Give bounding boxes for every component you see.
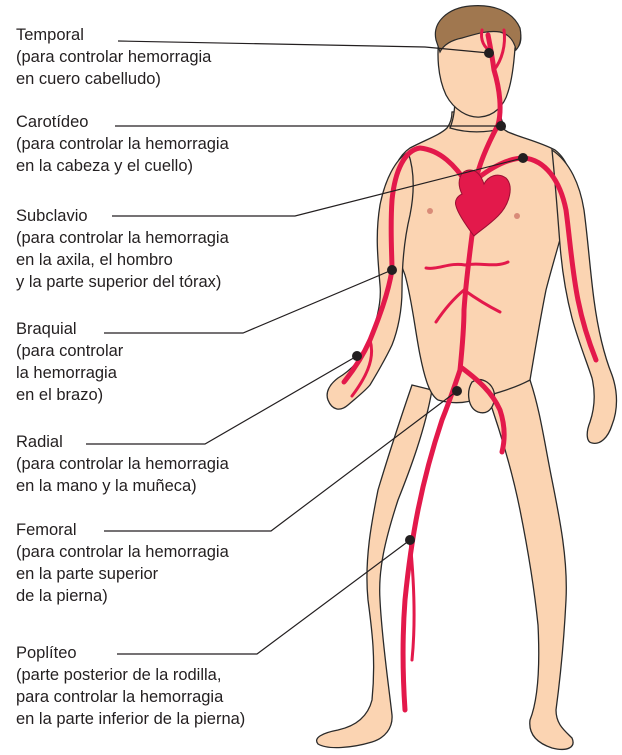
leader-temporal: [117, 40, 490, 54]
label-popliteo: Poplíteo (parte posterior de la rodilla,…: [16, 642, 245, 730]
label-femoral-desc: (para controlar la hemorragia en la part…: [16, 543, 229, 605]
label-popliteo-desc: (parte posterior de la rodilla, para con…: [16, 666, 246, 728]
hair: [434, 5, 522, 54]
artery-popliteal-branch: [408, 538, 416, 662]
artery-femoral-right: [459, 365, 507, 455]
label-subclavio-name: Subclavio: [16, 207, 88, 225]
leader-subclavio: [112, 157, 524, 217]
label-braquial: Braquial (para controlar la hemorragia e…: [16, 318, 123, 406]
label-carotideo-desc: (para controlar la hemorragia en la cabe…: [16, 135, 229, 175]
artery-radial-branch: [350, 338, 374, 398]
nipple-left: [427, 208, 433, 214]
label-femoral-name: Femoral: [16, 521, 77, 539]
label-radial-name: Radial: [16, 433, 63, 451]
heart: [455, 169, 511, 237]
label-femoral: Femoral (para controlar la hemorragia en…: [16, 519, 229, 607]
nipple-right: [514, 213, 520, 219]
label-carotideo-name: Carotídeo: [16, 113, 89, 131]
label-popliteo-name: Poplíteo: [16, 644, 77, 662]
label-subclavio: Subclavio (para controlar la hemorragia …: [16, 205, 229, 293]
leader-radial: [86, 355, 358, 445]
leg-right: [484, 379, 574, 751]
label-temporal-desc: (para controlar hemorragia en cuero cabe…: [16, 48, 212, 88]
artery-subclavian-left: [388, 145, 471, 273]
label-carotideo: Carotídeo (para controlar la hemorragia …: [16, 111, 229, 177]
leader-popliteo: [117, 539, 411, 655]
torso: [389, 109, 572, 404]
leader-femoral: [104, 390, 458, 532]
body-figure: [316, 5, 618, 751]
arm-left: [326, 151, 414, 410]
label-radial-desc: (para controlar la hemorragia en la mano…: [16, 455, 229, 495]
artery-abdominal-branches: [424, 260, 510, 324]
label-subclavio-desc: (para controlar la hemorragia en la axil…: [16, 229, 229, 291]
artery-aorta: [457, 217, 477, 373]
artery-femoral-left: [400, 367, 463, 713]
label-temporal-name: Temporal: [16, 26, 84, 44]
leader-lines: [86, 40, 524, 655]
artery-subclavian-right: [475, 155, 599, 363]
arterial-system: [341, 28, 599, 713]
label-temporal: Temporal (para controlar hemorragia en c…: [16, 24, 211, 90]
label-braquial-name: Braquial: [16, 320, 77, 338]
leader-braquial: [104, 269, 393, 334]
label-braquial-desc: (para controlar la hemorragia en el braz…: [16, 342, 124, 404]
label-radial: Radial (para controlar la hemorragia en …: [16, 431, 229, 497]
